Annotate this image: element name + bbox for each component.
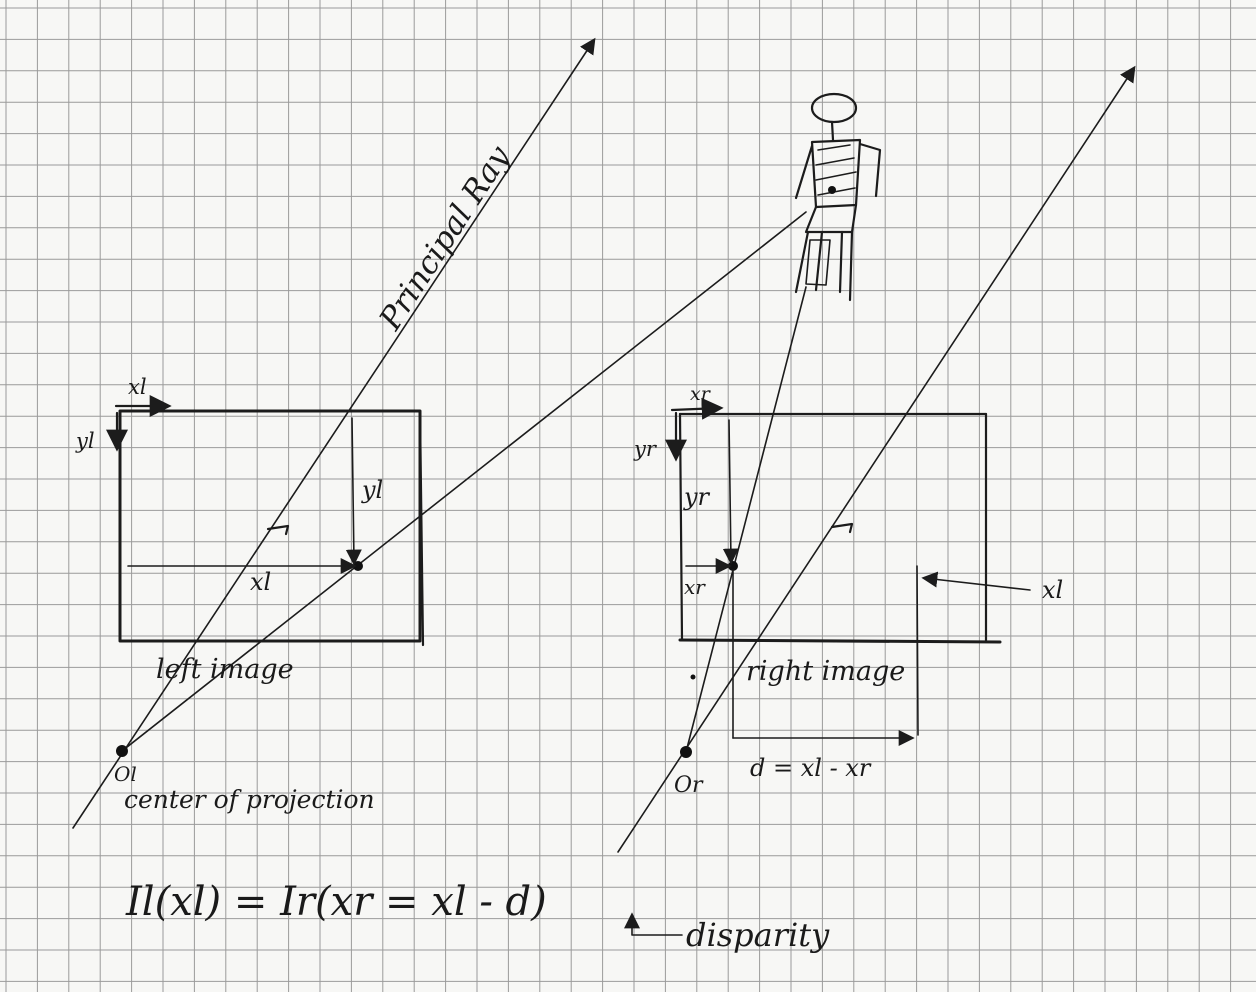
left-optical-center [116,745,128,757]
right-yr-measure-line [722,419,739,565]
left-y-axis-label: yl [75,429,95,453]
right-image-plane [678,412,1002,644]
disparity-label: disparity [686,916,830,954]
center-of-projection-label: center of projection [124,785,375,814]
left-x-axis-label: xl [128,375,147,399]
left-principal-point-mark [266,524,290,536]
right-y-axis-label: yr [633,437,658,461]
right-xl-pointer [921,571,1031,591]
left-image-plane [118,409,425,647]
right-principal-ray [617,65,1136,853]
left-yl-measure-line [345,417,362,566]
principal-ray-label: Principal Ray [372,139,518,337]
left-xl-measure-label: xl [250,568,271,596]
right-xl-marker-label: xl [1042,576,1063,604]
person-figure [794,92,882,302]
right-ray-to-person [685,286,807,753]
right-optical-center [680,746,692,758]
stray-dot [690,674,696,680]
left-yl-measure-label: yl [361,476,383,504]
right-xl-reference-line [916,565,919,736]
intensity-equation: Il(xl) = Ir(xr = xl - d) [125,879,547,925]
right-x-axis-arrow [670,397,724,420]
left-image-label: left image [156,654,294,685]
left-ray-to-person [121,211,807,752]
right-xr-measure-label: xr [684,575,706,599]
left-principal-ray [72,37,596,829]
right-yr-measure-label: yr [683,483,711,511]
right-principal-point-mark [830,522,854,534]
right-center-label: Or [674,773,704,798]
right-image-label: right image [746,656,905,687]
right-x-axis-label: xr [690,383,712,405]
disparity-pointer [624,912,683,936]
disparity-formula-label: d = xl - xr [750,754,872,782]
left-center-label: Ol [114,762,137,786]
